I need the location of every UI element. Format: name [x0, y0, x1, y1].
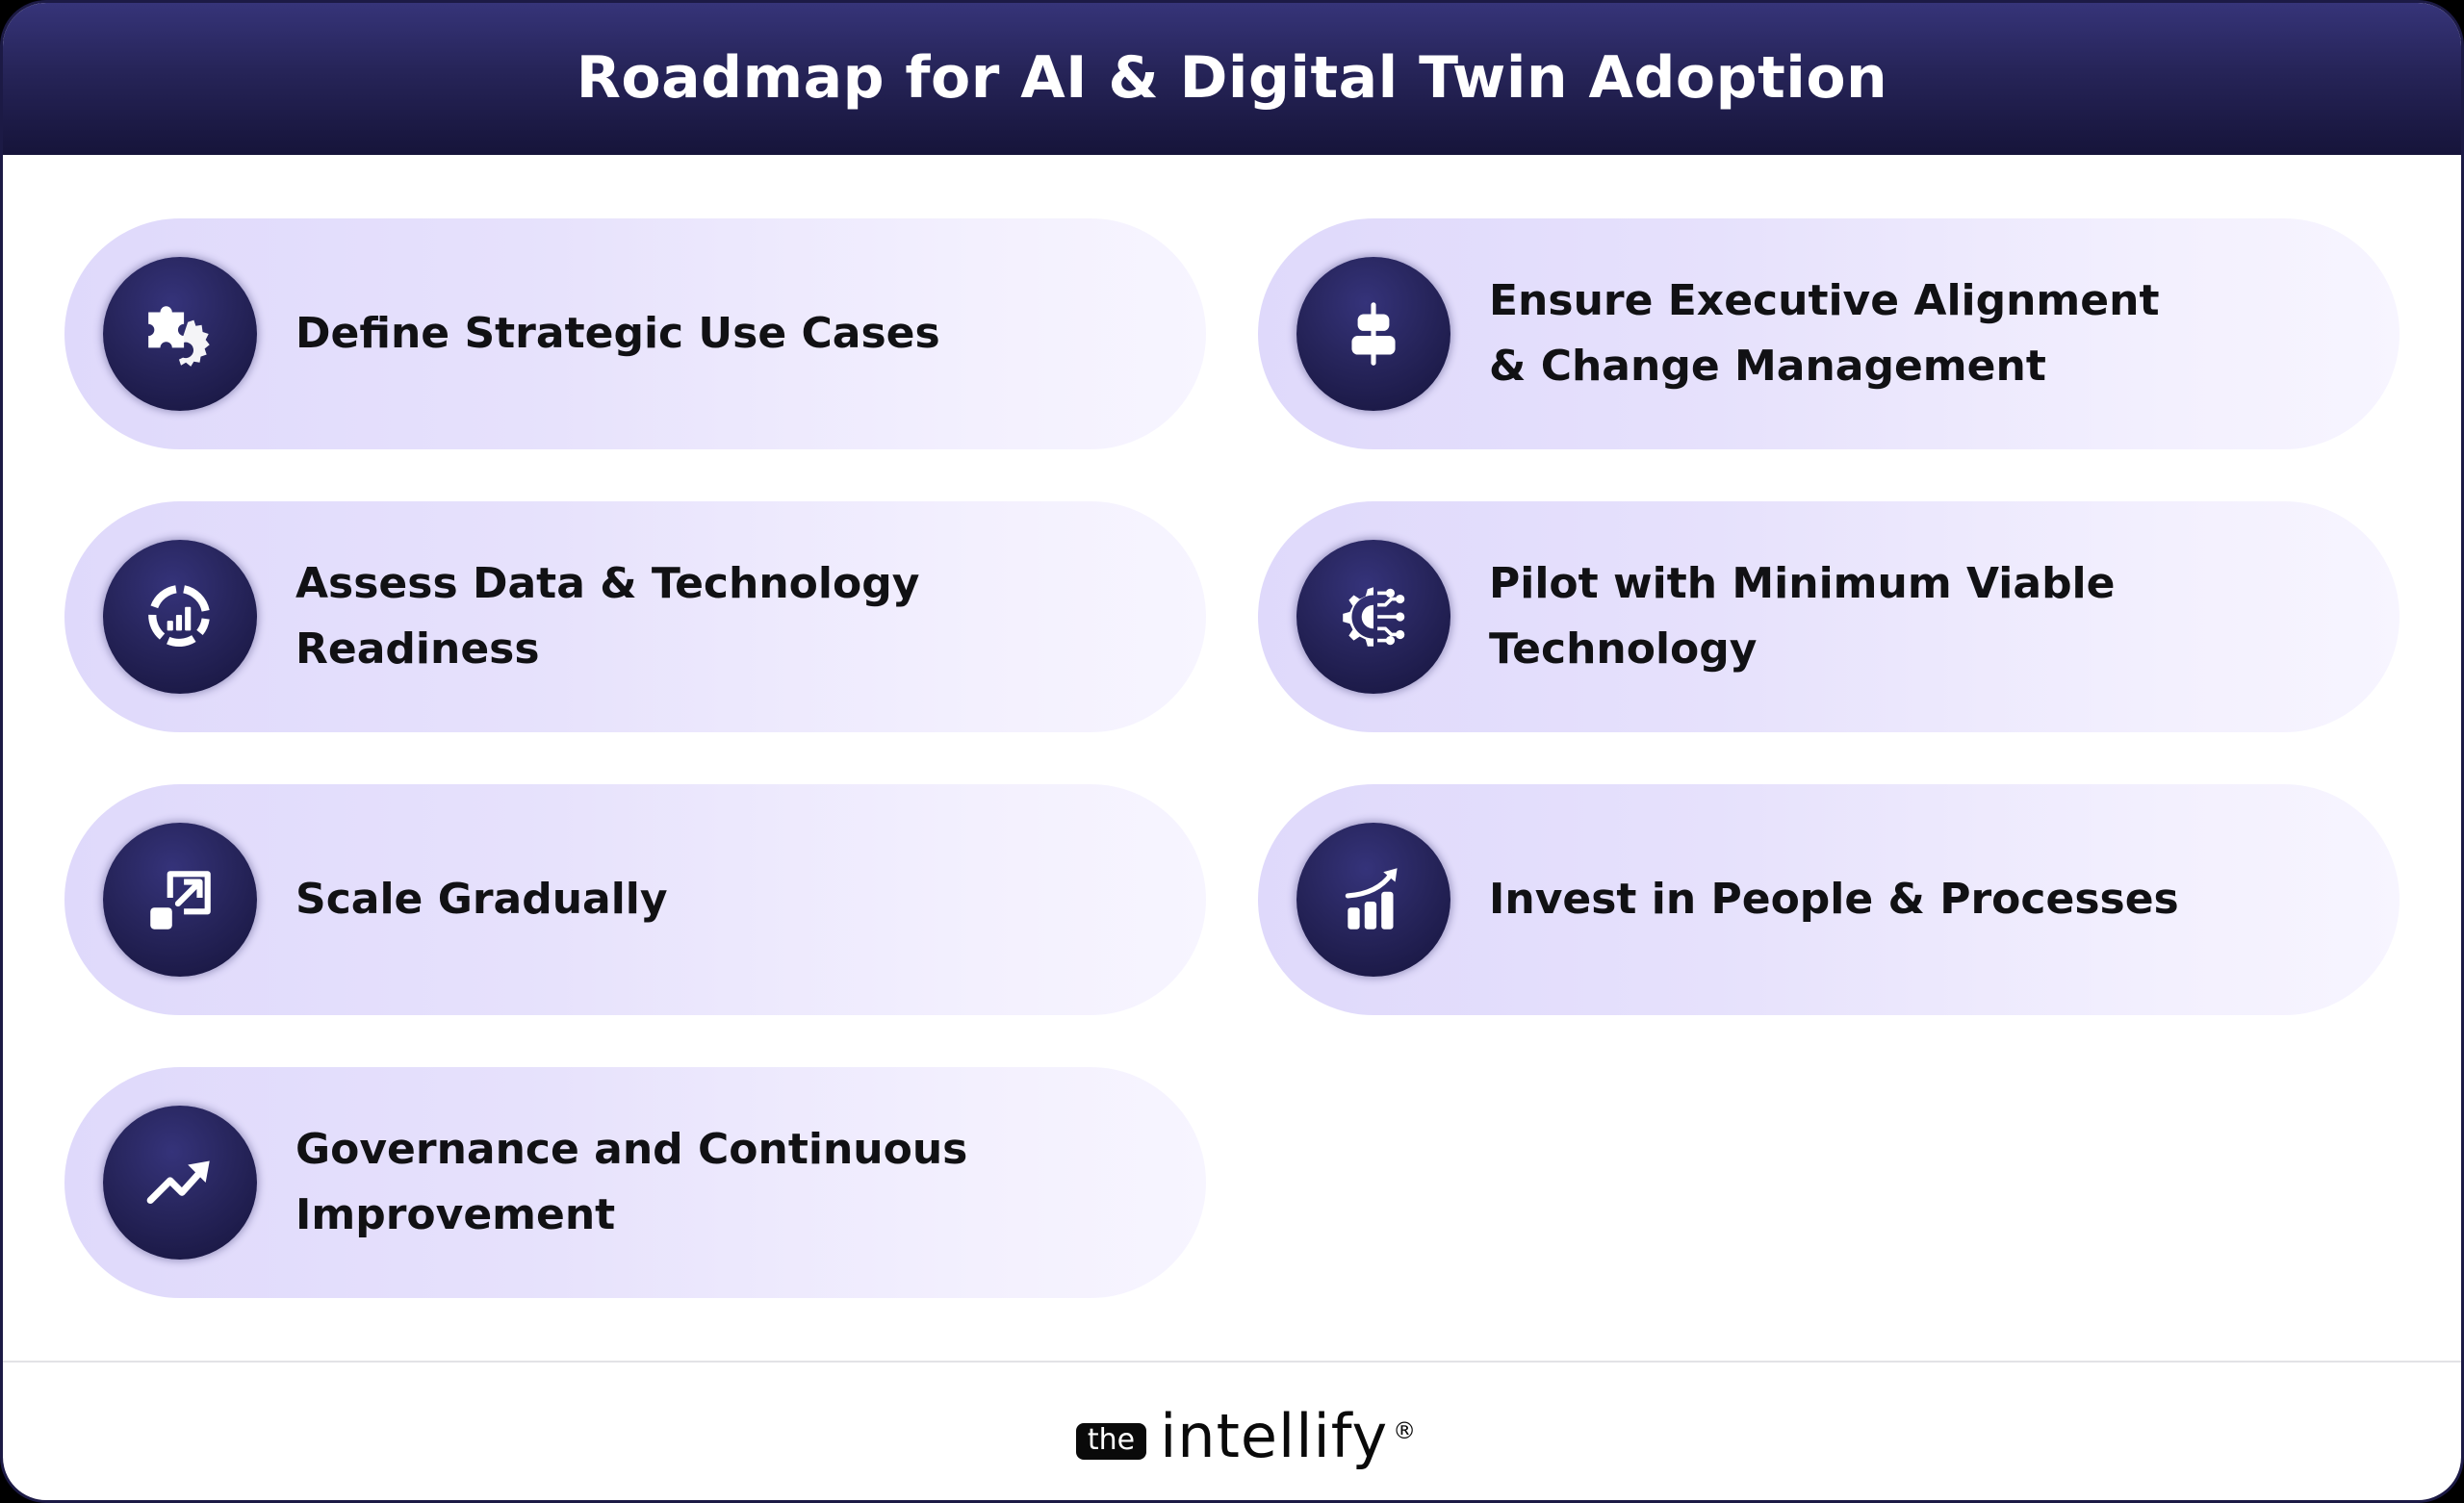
step-card-invest-people: Invest in People & Processes: [1258, 784, 2400, 1015]
step-label: Pilot with Minimum Viable Technology: [1489, 559, 2116, 674]
icon-badge: [103, 1106, 257, 1260]
step-card-assess-data: Assess Data & Technology Readiness: [64, 501, 1206, 732]
step-label: Assess Data & Technology Readiness: [295, 559, 920, 674]
step-card-executive-alignment: Ensure Executive Alignment & Change Mana…: [1258, 218, 2400, 449]
step-label: Governance and Continuous Improvement: [295, 1125, 968, 1239]
logo-prefix: the: [1075, 1423, 1147, 1460]
step-card-pilot-mvt: Pilot with Minimum Viable Technology: [1258, 501, 2400, 732]
icon-badge: [103, 540, 257, 694]
page-title: Roadmap for AI & Digital Twin Adoption: [576, 43, 1888, 112]
trend-up-icon: [146, 1160, 210, 1205]
icon-badge: [1296, 823, 1450, 977]
footer: the intellify ®: [3, 1363, 2461, 1500]
step-label: Invest in People & Processes: [1489, 875, 2179, 924]
brand-logo: the intellify ®: [1075, 1407, 1416, 1466]
scale-up-icon: [150, 871, 211, 930]
footer-divider: [3, 1361, 2461, 1363]
logo-word-text: intellify: [1160, 1401, 1389, 1471]
icon-badge: [103, 823, 257, 977]
step-card-define-use-cases: Define Strategic Use Cases: [64, 218, 1206, 449]
step-card-governance: Governance and Continuous Improvement: [64, 1067, 1206, 1298]
icon-badge: [1296, 257, 1450, 411]
logo-wordmark: intellify ®: [1160, 1407, 1416, 1466]
header-banner: Roadmap for AI & Digital Twin Adoption: [3, 3, 2461, 155]
icon-badge: [1296, 540, 1450, 694]
step-card-scale-gradually: Scale Gradually: [64, 784, 1206, 1015]
gear-circuit-icon: [1343, 587, 1405, 647]
registered-mark: ®: [1393, 1417, 1418, 1444]
align-center-icon: [1351, 302, 1396, 366]
step-label: Scale Gradually: [295, 875, 668, 924]
data-analytics-icon: [148, 585, 210, 648]
icon-badge: [103, 257, 257, 411]
growth-bars-icon: [1345, 868, 1398, 930]
puzzle-gear-icon: [148, 306, 210, 367]
step-label: Define Strategic Use Cases: [295, 309, 940, 358]
step-label: Ensure Executive Alignment & Change Mana…: [1489, 276, 2160, 391]
